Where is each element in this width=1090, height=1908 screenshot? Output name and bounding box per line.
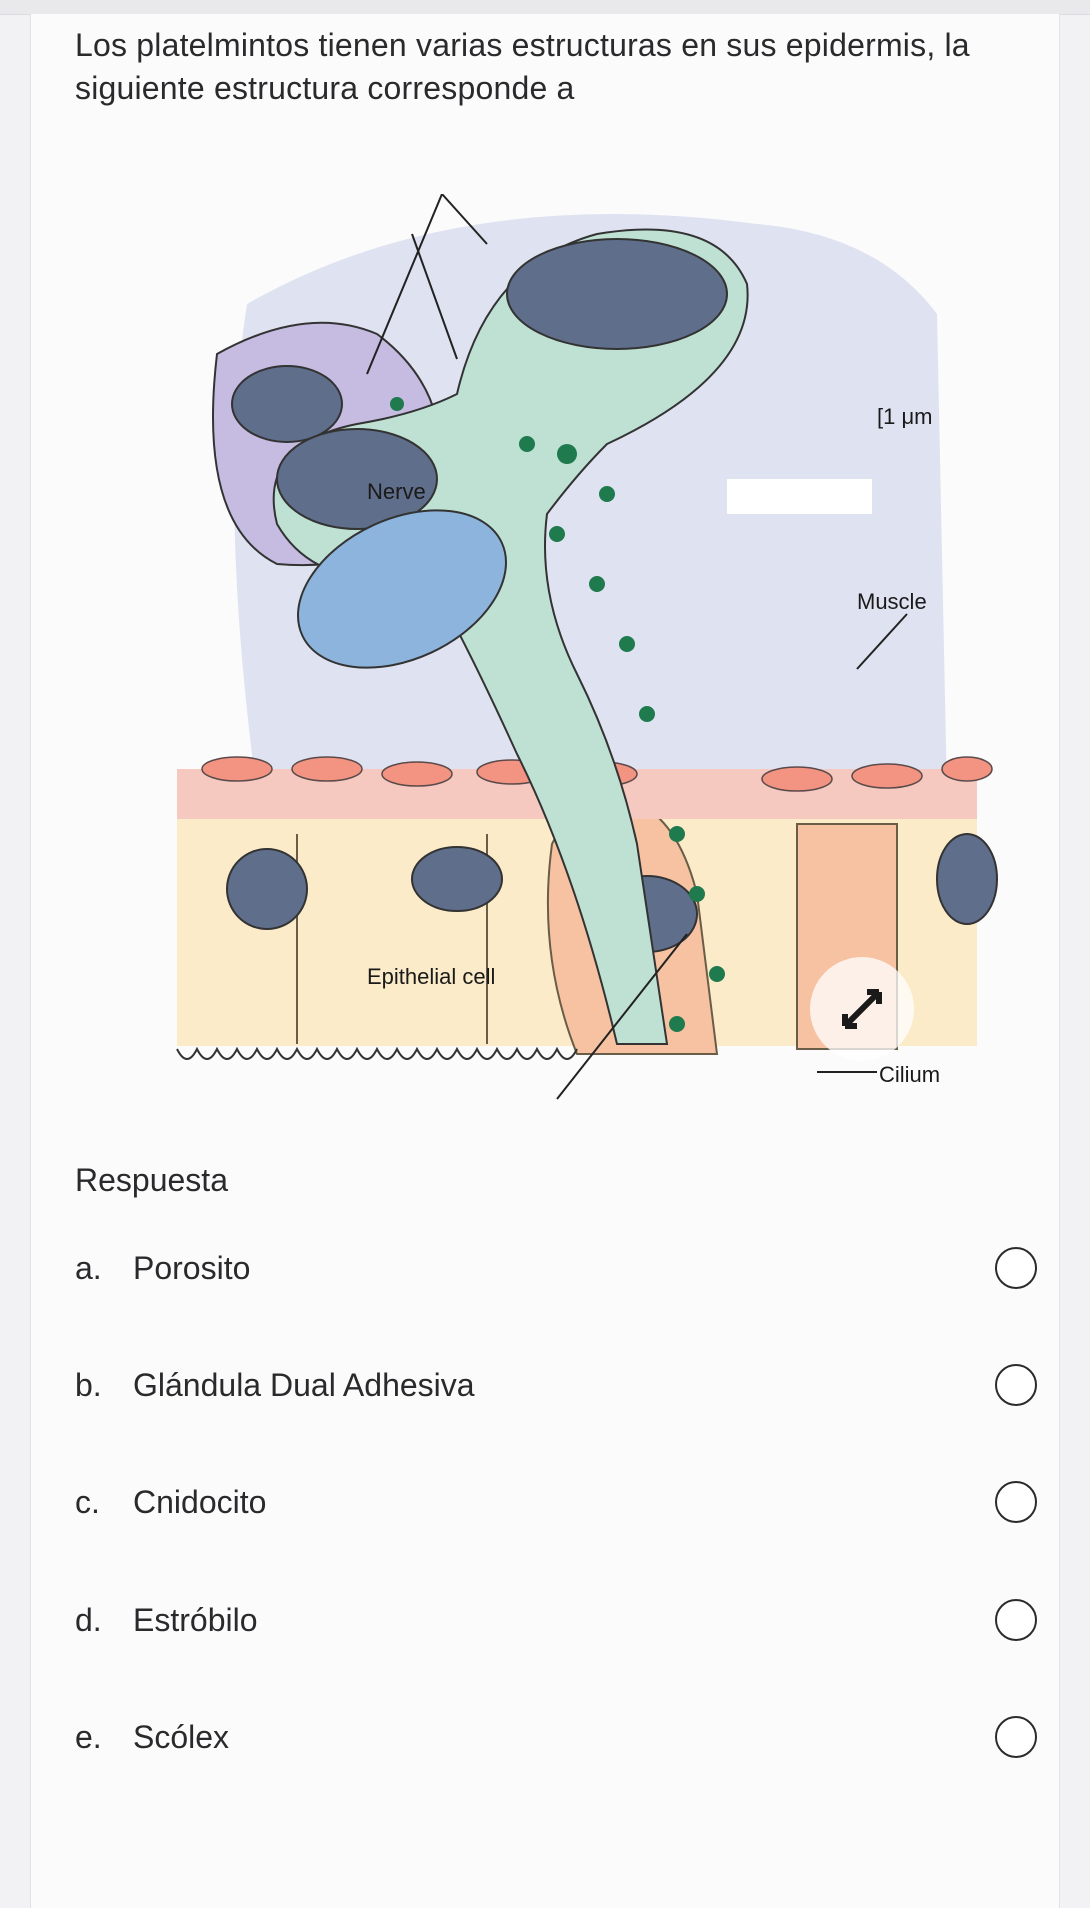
- option-label: Scólex: [133, 1718, 230, 1755]
- option-letter: b.: [75, 1366, 102, 1403]
- radio-button[interactable]: [995, 1716, 1037, 1758]
- option-letter: e.: [75, 1718, 102, 1755]
- gland-nucleus: [506, 238, 728, 350]
- question-text: Los platelmintos tienen varias estructur…: [75, 27, 970, 106]
- answer-heading: Respuesta: [75, 1162, 228, 1198]
- scale-bar: [727, 479, 872, 514]
- secretory-granules: [390, 397, 725, 1032]
- nerve-label: Nerve: [367, 479, 426, 504]
- scale-label: [1 μm: [877, 404, 932, 429]
- cilia-row: [176, 1046, 578, 1060]
- question-card: Los platelmintos tienen varias estructur…: [30, 14, 1060, 1908]
- option-e[interactable]: e. Scólex: [75, 1702, 1037, 1772]
- option-a[interactable]: a. Porosito: [75, 1233, 1037, 1303]
- option-c[interactable]: c. Cnidocito: [75, 1467, 1037, 1537]
- neighbor-nucleus: [231, 365, 343, 443]
- cilium-label: Cilium: [879, 1062, 940, 1087]
- radio-button[interactable]: [995, 1481, 1037, 1523]
- expand-icon: [842, 989, 882, 1029]
- radio-button[interactable]: [995, 1247, 1037, 1289]
- option-letter: c.: [75, 1483, 100, 1520]
- dual-adhesive-gland-figure: Nerve Muscle Epithelial cell Cilium [1 μ…: [176, 194, 998, 1100]
- option-d[interactable]: d. Estróbilo: [75, 1585, 1037, 1655]
- option-label: Glándula Dual Adhesiva: [133, 1366, 475, 1403]
- option-letter: a.: [75, 1249, 102, 1286]
- option-letter: d.: [75, 1601, 102, 1638]
- epithelial-cell-label: Epithelial cell: [367, 964, 495, 989]
- leader-lines: [366, 194, 908, 1100]
- second-nucleus: [276, 428, 438, 530]
- radio-button[interactable]: [995, 1364, 1037, 1406]
- option-label: Estróbilo: [133, 1601, 258, 1638]
- option-label: Porosito: [133, 1249, 251, 1286]
- top-edge: [0, 0, 1090, 15]
- option-label: Cnidocito: [133, 1483, 267, 1520]
- radio-button[interactable]: [995, 1599, 1037, 1641]
- muscle-label: Muscle: [857, 589, 927, 614]
- nerve: [297, 509, 507, 669]
- option-b[interactable]: b. Glándula Dual Adhesiva: [75, 1350, 1037, 1420]
